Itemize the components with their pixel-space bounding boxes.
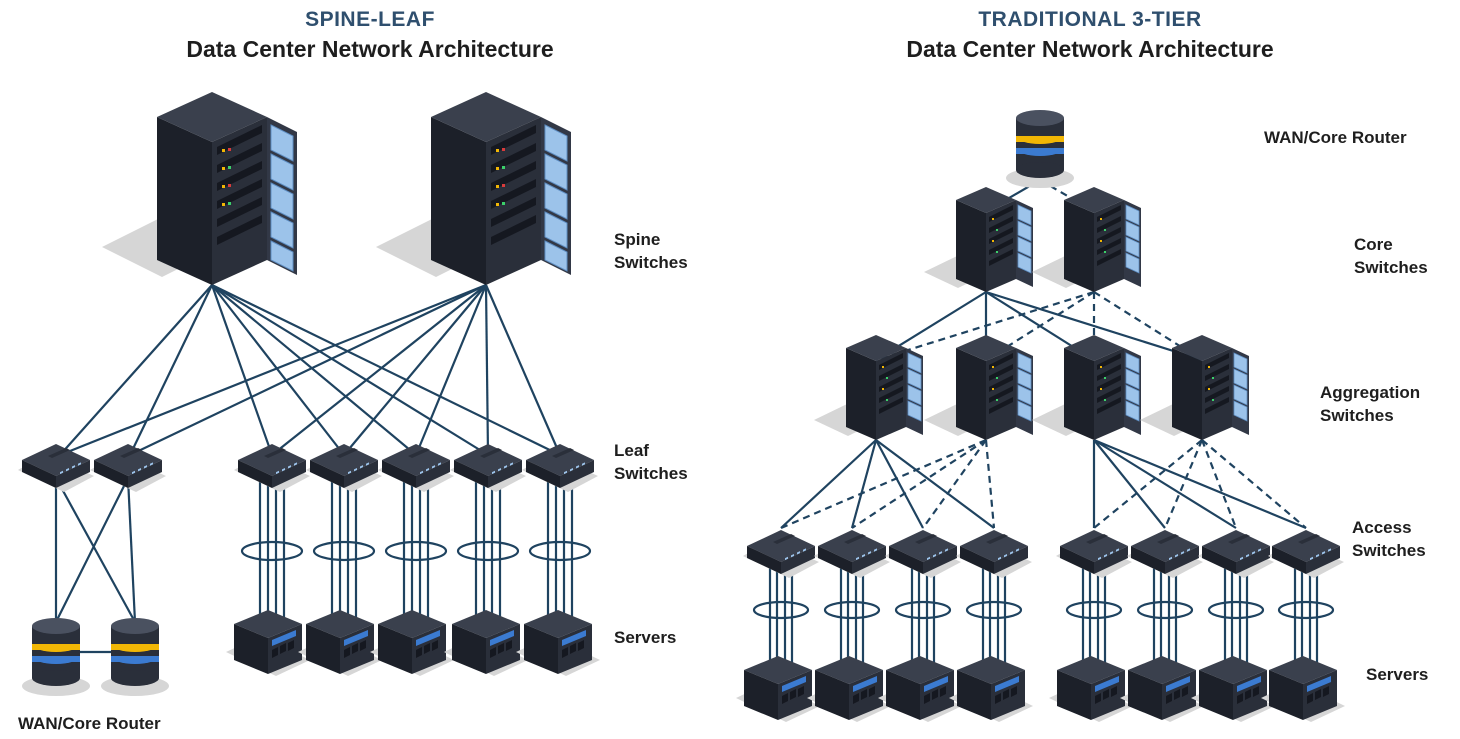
spine-switch [101, 91, 298, 286]
server-box [1049, 656, 1133, 722]
leaf-switch [378, 444, 454, 492]
server-box [444, 610, 528, 676]
spine-leaf-server-bundles [240, 480, 592, 622]
aggregation-switch [813, 334, 924, 441]
leaf-switch [234, 444, 310, 492]
three-tier-heading: TRADITIONAL 3-TIER [978, 8, 1202, 31]
three-tier-title: TRADITIONAL 3-TIER Data Center Network A… [860, 8, 1320, 63]
server-box [226, 610, 310, 676]
spine-switch [375, 91, 572, 286]
server-box [949, 656, 1033, 722]
spine-leaf-subtitle: Data Center Network Architecture [186, 36, 554, 62]
spine-leaf-heading: SPINE-LEAF [305, 8, 435, 31]
server-box [1191, 656, 1275, 722]
server-box [1120, 656, 1204, 722]
wan-core-router-label-right: WAN/Core Router [1264, 128, 1407, 147]
wan-core-router [22, 618, 90, 696]
leaf-switch [306, 444, 382, 492]
access-switch [1198, 530, 1274, 578]
access-switch [885, 530, 961, 578]
aggregation-switch [923, 334, 1034, 441]
core-switch [1031, 186, 1142, 293]
aggregation-switch [1139, 334, 1250, 441]
spine-leaf-title: SPINE-LEAF Data Center Network Architect… [140, 8, 600, 63]
leaf-switch [90, 444, 166, 492]
access-switch [956, 530, 1032, 578]
wan-core-router-label-left: WAN/Core Router [18, 714, 161, 733]
access-switch [1056, 530, 1132, 578]
access-switch [814, 530, 890, 578]
leaf-switch [450, 444, 526, 492]
leaf-switches-label: Leaf Switches [614, 441, 688, 483]
aggregation-switch [1031, 334, 1142, 441]
three-tier-server-bundles [752, 566, 1335, 670]
wan-core-router [101, 618, 169, 696]
wan-core-router [1006, 110, 1074, 188]
server-box [878, 656, 962, 722]
server-box [736, 656, 820, 722]
access-switch [743, 530, 819, 578]
access-switch [1268, 530, 1344, 578]
core-switch [923, 186, 1034, 293]
access-switch [1127, 530, 1203, 578]
aggregation-switches-label: Aggregation Switches [1320, 383, 1421, 425]
three-tier-subtitle: Data Center Network Architecture [906, 36, 1274, 62]
servers-label-left: Servers [614, 628, 677, 647]
spine-leaf-links [54, 283, 562, 654]
server-box [370, 610, 454, 676]
server-box [516, 610, 600, 676]
leaf-switch [18, 444, 94, 492]
spine-switches-label: Spine Switches [614, 230, 688, 272]
core-switches-label: Core Switches [1354, 235, 1428, 277]
server-box [1261, 656, 1345, 722]
leaf-switch [522, 444, 598, 492]
access-switches-label: Access Switches [1352, 518, 1426, 560]
server-box [298, 610, 382, 676]
servers-label-right: Servers [1366, 665, 1429, 684]
server-box [807, 656, 891, 722]
